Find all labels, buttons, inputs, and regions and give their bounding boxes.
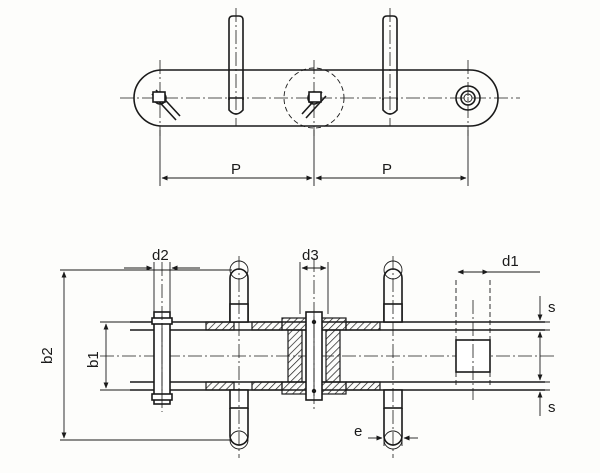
s-dimension [492,296,550,416]
d2-label: d2 [152,247,169,264]
attachment-pin-b [383,256,403,458]
top-link-plate [133,69,499,127]
top-view: P P [120,8,520,186]
b1-label: b1 [85,351,102,368]
d3-label: d3 [302,247,319,264]
center-pin [305,258,323,410]
bottom-view: d2 d3 d1 s s [39,247,556,458]
s-label-bottom: s [548,399,556,416]
left-pin [151,262,173,412]
pitch-dimension [159,130,469,186]
e-label: e [354,423,362,440]
b1-dimension [100,321,130,391]
b2-label: b2 [39,347,56,364]
pitch-label-right: P [382,161,392,178]
pitch-label-left: P [231,161,241,178]
e-dimension [368,408,418,446]
b2-dimension [60,269,232,441]
s-label-top: s [548,299,556,316]
cotter-pin-middle [301,91,327,119]
bushing-right [455,85,481,111]
d3-dimension [299,262,329,314]
d1-label: d1 [502,253,519,270]
roller-right [455,280,491,400]
top-attachment-pins [228,8,398,126]
cotter-pin-left [151,89,181,121]
attachment-pin-a [229,256,249,458]
